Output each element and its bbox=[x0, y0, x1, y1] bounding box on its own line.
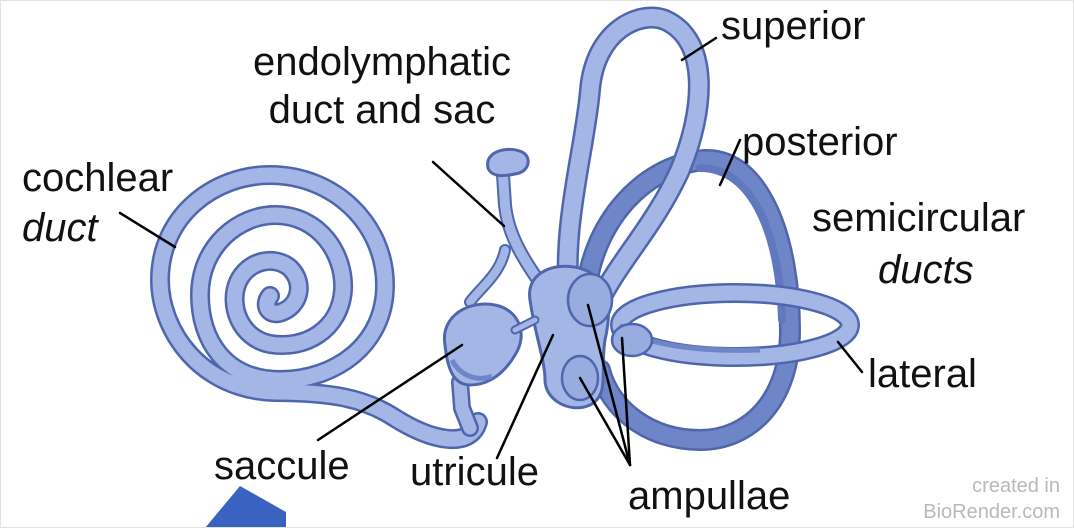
label-utricule: utricule bbox=[410, 450, 539, 494]
label-endolymphatic-line2: duct and sac bbox=[232, 88, 532, 132]
label-posterior: posterior bbox=[742, 120, 898, 164]
label-ampullae: ampullae bbox=[628, 474, 790, 518]
utricle bbox=[530, 266, 652, 408]
credit-line2: BioRender.com bbox=[923, 500, 1060, 524]
lateral-semicircular-duct bbox=[620, 293, 850, 357]
label-semicircular-line1: semicircular bbox=[812, 196, 1025, 240]
leader-lateral bbox=[838, 342, 862, 372]
ampulla-lateral bbox=[612, 324, 652, 356]
label-cochlear-line1: cochlear bbox=[22, 156, 173, 200]
label-cochlear-line2: duct bbox=[22, 206, 98, 250]
credit-line1: created in bbox=[972, 474, 1060, 498]
label-semicircular-line2: ducts bbox=[878, 248, 974, 292]
label-saccule: saccule bbox=[214, 444, 350, 488]
ductus-reuniens bbox=[460, 382, 470, 428]
label-lateral: lateral bbox=[868, 352, 977, 396]
blue-arrow-icon bbox=[205, 486, 286, 528]
label-endolymphatic-line1: endolymphatic bbox=[232, 40, 532, 84]
cochlear-duct bbox=[160, 175, 478, 439]
saccule bbox=[444, 304, 535, 385]
cochlear-duct-fill bbox=[160, 175, 478, 439]
label-superior: superior bbox=[721, 4, 866, 48]
ampulla-superior bbox=[568, 274, 612, 326]
